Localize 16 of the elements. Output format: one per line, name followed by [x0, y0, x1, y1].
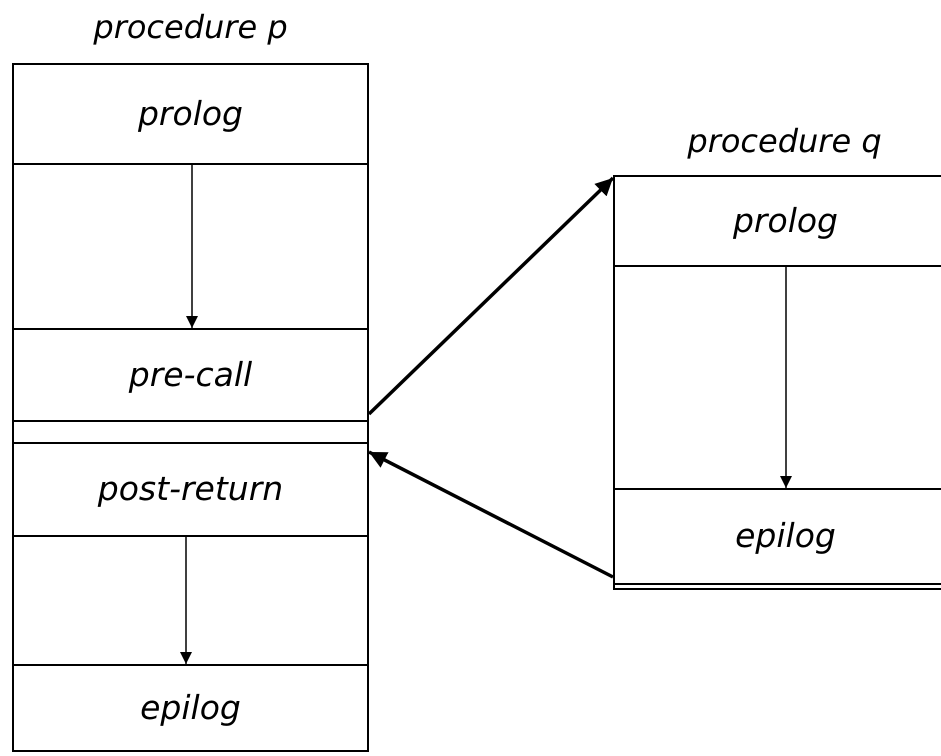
- arrow: [186, 165, 198, 328]
- section-label: prolog: [138, 96, 243, 132]
- procedure-title: procedure p: [92, 8, 289, 46]
- section-label: epilog: [140, 690, 241, 726]
- section-label: pre-call: [128, 356, 252, 394]
- code-section-box: [12, 328, 369, 422]
- section-label: post-return: [98, 471, 284, 508]
- section-label: prolog: [732, 202, 838, 240]
- arrow: [780, 267, 792, 488]
- code-section-box: [613, 488, 941, 585]
- arrow: [368, 450, 614, 579]
- arrow: [180, 537, 192, 664]
- section-label: epilog: [735, 518, 836, 555]
- procedure-title: procedure q: [686, 122, 883, 160]
- code-section-box: [12, 442, 369, 537]
- arrow: [368, 176, 614, 416]
